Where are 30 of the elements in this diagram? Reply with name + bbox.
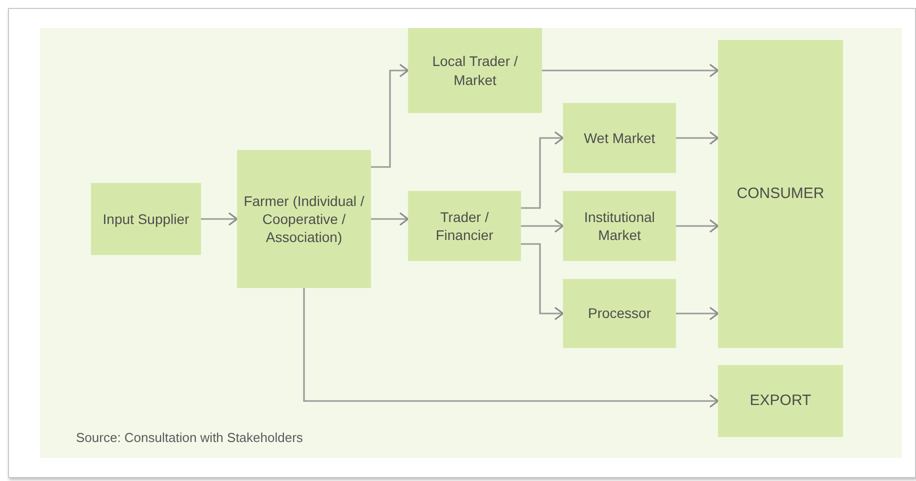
process-box [563,103,676,173]
arrow [371,212,409,226]
process-box [718,365,843,437]
source-note: Source: Consultation with Stakeholders [76,430,303,445]
box-label: Local Trader / Market [431,52,519,89]
box-label: CONSUMER [736,184,824,204]
arrow [201,212,238,226]
box-label: Processor [588,304,652,323]
arrow [542,64,719,78]
process-box [408,28,542,113]
process-box [718,40,843,348]
process-box [408,191,521,261]
arrow [303,288,719,408]
box-label: EXPORT [750,391,812,411]
process-box [237,150,371,288]
box-label: Institutional Market [583,208,656,244]
process-box [563,191,676,261]
arrow [676,306,719,320]
arrow [676,131,719,145]
box-label: Farmer (Individual / Cooperative / Association) [243,192,365,246]
arrow [371,64,409,168]
process-box [91,183,201,255]
box-label: Input Supplier [102,210,190,228]
arrow [521,243,564,320]
arrow [521,219,564,233]
box-label: Wet Market [584,128,656,148]
arrow [676,219,719,233]
arrow [521,131,564,209]
box-label: Trader / Financier [434,208,494,244]
process-box [563,279,676,348]
